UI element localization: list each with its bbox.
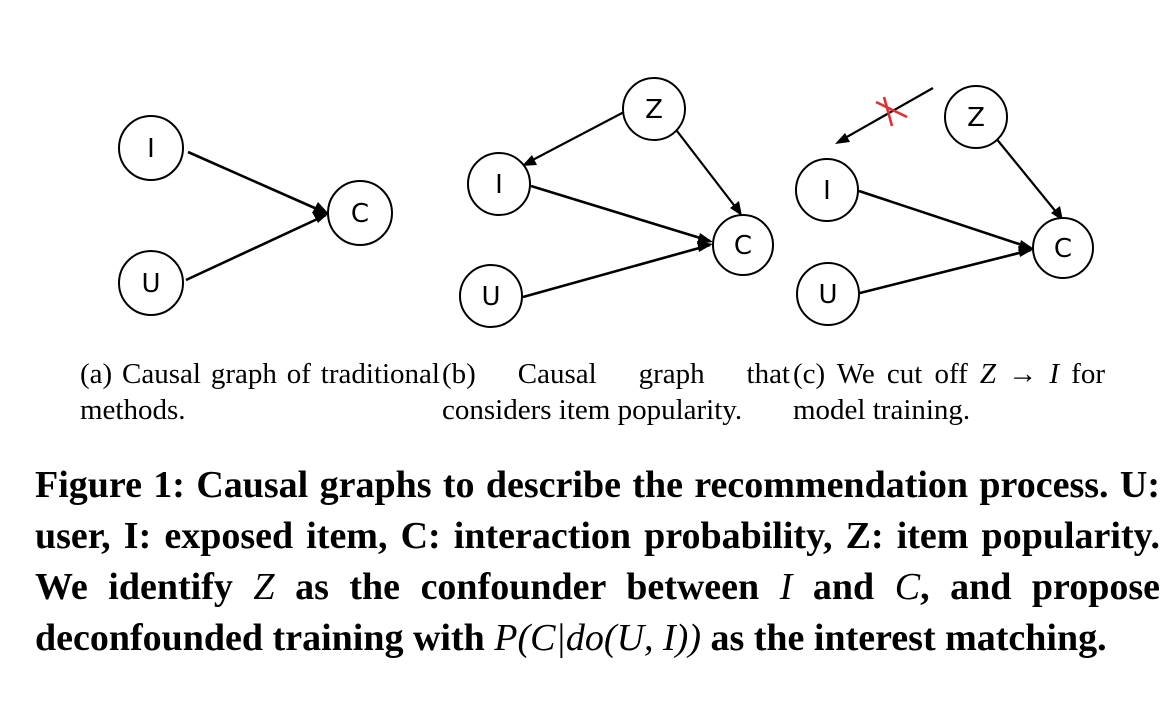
subcaption-text: (b) Causal graph that considers item pop… (442, 358, 790, 426)
node-label: I (823, 176, 831, 206)
node-z: Z (944, 85, 1008, 149)
subcaption-math: Z → I (979, 358, 1060, 390)
node-u: U (459, 264, 523, 328)
edge-i-to-c (858, 189, 1032, 250)
panel-b-graph: Z I U C (459, 77, 774, 328)
arrowhead (697, 241, 713, 252)
node-c: C (327, 180, 393, 246)
node-i: I (118, 115, 184, 181)
edge-u-to-c (855, 248, 1032, 296)
panel-a-graph: I U C (118, 115, 393, 316)
edge-z-to-i (524, 111, 625, 165)
node-c: C (712, 214, 774, 276)
node-label: U (818, 280, 837, 310)
edge-u-to-c (185, 213, 327, 282)
node-label: C (734, 231, 752, 261)
cut-mark-icon (875, 96, 908, 127)
node-label: U (141, 269, 160, 299)
node-i: I (795, 158, 859, 222)
node-c: C (1032, 217, 1094, 279)
causal-graphs-diagram: I U C Z I U (118, 77, 1094, 328)
node-u: U (796, 262, 860, 326)
arrowhead (1018, 246, 1034, 257)
arrowhead (312, 212, 329, 223)
subcaption-c: (c) We cut off Z → I for model training. (793, 356, 1105, 428)
caption-formula: P(C|do(U, I)) (494, 617, 701, 659)
arrowhead (312, 202, 329, 214)
caption-var-i: I (779, 566, 793, 608)
caption-part: Figure 1: Causal graphs to describe the … (35, 464, 1160, 608)
node-u: U (118, 250, 184, 316)
caption-part: as the confounder between (295, 566, 760, 608)
edge-i-to-c (187, 150, 327, 215)
subcaption-b: (b) Causal graph that considers item pop… (442, 356, 790, 428)
caption-part: , and propose deconfounded training with (35, 566, 1160, 659)
subcaption-a: (a) Causal graph of traditional methods. (80, 356, 440, 428)
caption-part: as the interest matching. (710, 617, 1107, 659)
caption-var-c: C (894, 566, 921, 608)
edge-z-to-c (994, 136, 1062, 219)
arrowhead (697, 233, 713, 244)
edge-z-to-c (676, 130, 741, 214)
subcaption-suffix: for model training. (793, 358, 1105, 426)
node-label: I (147, 134, 155, 164)
edge-z-to-i-cut (837, 87, 934, 143)
node-label: C (351, 199, 369, 229)
subcaption-prefix: (c) We cut off (793, 358, 968, 390)
arrowhead (522, 155, 537, 166)
node-i: I (467, 152, 531, 216)
caption-var-z: Z (253, 566, 275, 608)
figure-caption: Figure 1: Causal graphs to describe the … (35, 460, 1160, 664)
edge-u-to-c (522, 243, 711, 299)
arrowhead (730, 201, 742, 216)
subcaption-text: (a) Causal graph of traditional methods. (80, 358, 440, 426)
node-label: I (495, 170, 503, 200)
caption-part: and (812, 566, 875, 608)
node-label: Z (967, 103, 985, 133)
arrowhead (835, 133, 850, 144)
node-label: U (481, 282, 500, 312)
panel-c-graph: Z I U C (795, 85, 1094, 326)
node-label: C (1054, 234, 1072, 264)
node-z: Z (622, 77, 686, 141)
node-label: Z (645, 95, 663, 125)
edge-i-to-c (530, 184, 711, 243)
